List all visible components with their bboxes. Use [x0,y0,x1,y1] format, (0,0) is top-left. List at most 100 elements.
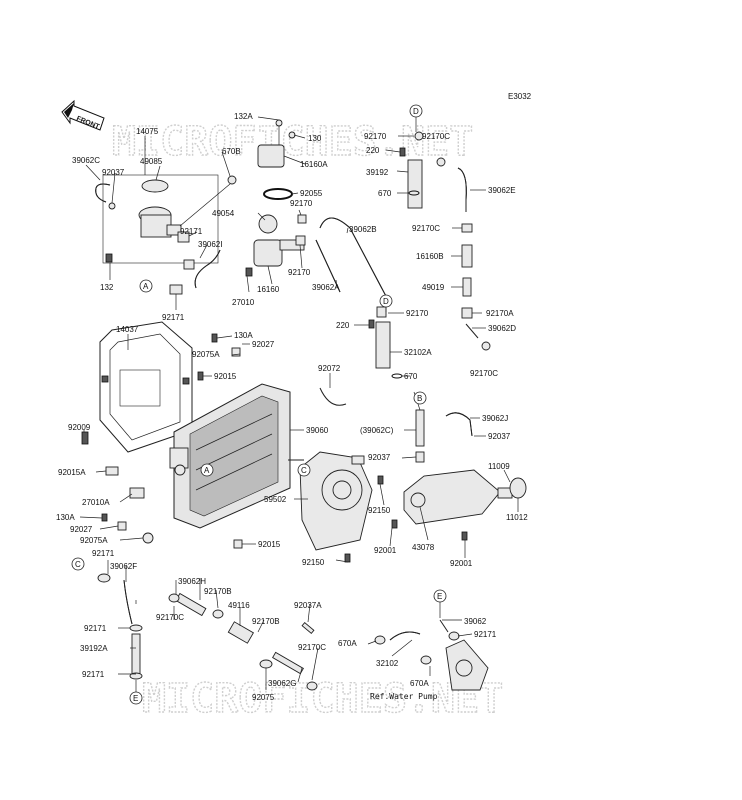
part-label: 132 [100,283,114,292]
part-label: 130A [234,331,253,340]
part-label: 670 [404,372,418,381]
part-label: 39062D [488,324,516,333]
svg-text:C: C [75,560,81,569]
part-label: 39062I [198,240,222,249]
part-label: 92170B [204,587,232,596]
part-label: 92015A [58,468,86,477]
part-label: 39062A [312,283,340,292]
part-label: (39062C) [360,426,394,435]
part-label: 670A [410,679,429,688]
part-label: 92027 [252,340,275,349]
part-label: 92001 [374,546,397,555]
part-label: 92170B [252,617,280,626]
part-label: 220 [366,146,380,155]
svg-text:D: D [383,297,389,306]
part-label: 27010A [82,498,110,507]
part-label: 132A [234,112,253,121]
part-label: 32102 [376,659,399,668]
svg-text:D: D [413,107,419,116]
part-label: 670 [378,189,392,198]
ref-marker-d: D [379,294,393,308]
ref-marker-c: C [297,463,311,477]
ref-marker-d: D [409,104,423,118]
diagram-code: E3032 [508,92,532,101]
part-label: 92001 [450,559,473,568]
part-label: 49116 [228,601,250,610]
part-label: 39062 [464,617,487,626]
part-label: 92171 [162,313,185,322]
svg-text:A: A [204,466,210,475]
part-label: 11012 [506,513,528,522]
part-label: 39062F [110,562,137,571]
lower-right-hose-group [374,619,489,691]
part-label: 220 [336,321,350,330]
ref-marker-c: C [71,557,85,571]
part-label: 670B [222,147,241,156]
watermark-top: MICROFICHES.NET [112,119,473,165]
part-label: 92171 [92,549,115,558]
part-label: 49054 [212,209,235,218]
part-label: 39062E [488,186,516,195]
svg-text:E: E [437,592,442,601]
part-label: 92037 [488,432,511,441]
part-label: 11009 [488,462,510,471]
part-label: 49085 [140,157,163,166]
part-label: 32102A [404,348,432,357]
part-label: 39062J [482,414,508,423]
part-label: 16160 [257,285,280,294]
part-label: 92170C [156,613,184,622]
part-label: 130 [308,134,322,143]
svg-text:A: A [143,282,149,291]
part-label: 130A [56,513,75,522]
part-label: 670A [338,639,357,648]
part-label: 92009 [68,423,91,432]
part-label: 92150 [368,506,391,515]
part-label: 49019 [422,283,445,292]
part-label: 92015 [258,540,281,549]
part-label: 39192A [80,644,108,653]
part-label: 92171 [82,670,105,679]
part-label: 59502 [264,495,287,504]
part-label: 92171 [474,630,497,639]
part-label: 92170 [290,199,313,208]
part-label: 39192 [366,168,389,177]
radiator-shroud [81,321,193,476]
ref-markers: A A B C C D D E E [71,104,447,705]
part-label: 27010 [232,298,255,307]
ref-marker-b: B [413,391,427,405]
part-label: 39062H [178,577,206,586]
part-label: 92037 [368,453,391,462]
part-label: 39062G [268,679,296,688]
part-label: 92170C [298,643,326,652]
part-label: 92170C [412,224,440,233]
part-label: 92170 [364,132,387,141]
reserve-tank-cap-group [95,174,237,295]
part-label: 92171 [180,227,203,236]
leader-lines [79,111,519,692]
part-label: 39062C [72,156,100,165]
part-label: 92171 [84,624,107,633]
front-arrow-icon: FRONT [61,99,105,131]
part-label: 92075A [80,536,108,545]
ref-marker-e: E [433,589,447,603]
part-label: 92150 [302,558,325,567]
ref-marker-a: A [139,279,153,293]
ref-water-pump-note: Ref.Water Pump [370,692,438,701]
part-label: 92170 [406,309,429,318]
part-label: 92170A [486,309,514,318]
watermark-bottom: MICROFICHES.NET [142,676,503,722]
part-label: 92055 [300,189,323,198]
svg-text:B: B [417,394,422,403]
part-label: 39062B [349,225,377,234]
part-label: 92037 [102,168,125,177]
part-label: 14075 [136,127,159,136]
part-label: 16160A [300,160,328,169]
part-label: 43078 [412,543,435,552]
part-label: 92170 [288,268,311,277]
radiator-core [101,333,347,549]
part-label: 14037 [116,325,139,334]
part-number-labels: 132A 130 16160A 92055 14075 49085 670B 3… [56,112,528,702]
part-label: 92027 [70,525,93,534]
part-label: 92170C [422,132,450,141]
